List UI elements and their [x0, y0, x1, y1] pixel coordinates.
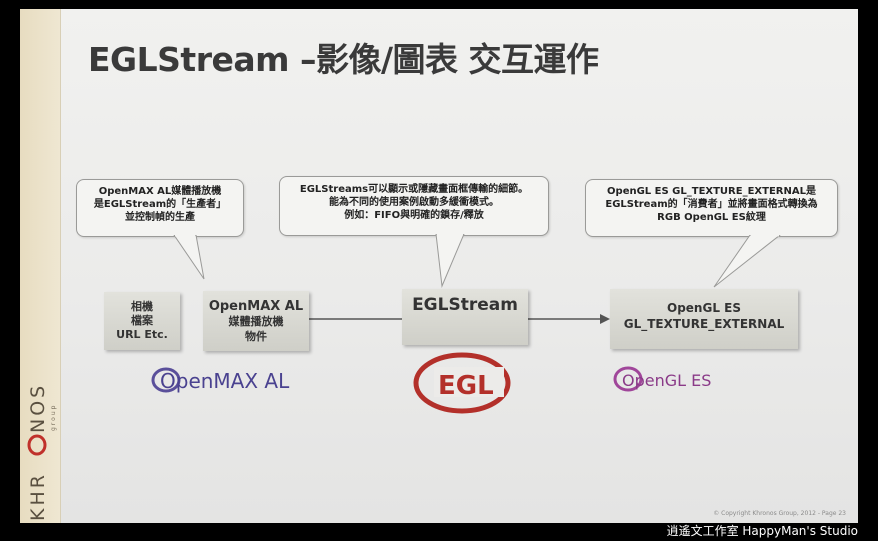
openmax-callout-line: OpenMAX AL媒體播放機 [98, 186, 222, 197]
openmax-callout: OpenMAX AL媒體播放機 是EGLStream的「生產者」 並控制幀的生產 [76, 179, 244, 237]
openmax-al-logo: OpenMAX AL [151, 367, 290, 393]
openmax-box-line: 媒體播放機 [228, 315, 284, 328]
eglstream-callout-tail [435, 234, 465, 288]
khronos-logo: KHR NOS group [27, 383, 57, 521]
source-box-line: 相機 [131, 300, 153, 313]
eglstream-callout-line: EGLStreams可以顯示或隱藏畫面框傳輸的細節。 [299, 184, 529, 195]
opengl-callout-line: OpenGL ES GL_TEXTURE_EXTERNAL是 [607, 186, 816, 197]
openmax-al-logo-text: OpenMAX AL [160, 369, 290, 393]
flow-connectors [309, 314, 610, 324]
openmax-box: OpenMAX AL 媒體播放機 物件 [203, 291, 309, 351]
eglstream-box: EGLStream [402, 289, 528, 345]
svg-text:NOS: NOS [27, 383, 49, 433]
slide-title: EGLStream –影像/圖表 交互運作 [88, 40, 599, 79]
opengl-box-line: OpenGL ES [667, 301, 741, 315]
opengl-callout: OpenGL ES GL_TEXTURE_EXTERNAL是 EGLStream… [585, 179, 838, 237]
openmax-box-line: 物件 [245, 330, 267, 343]
opengl-es-logo-text: OpenGL ES [622, 371, 711, 390]
presentation-slide: KHR NOS group EGLStream –影像/圖表 交互運作 Open… [20, 9, 858, 523]
opengl-es-logo: OpenGL ES [613, 366, 711, 392]
opengl-callout-line: RGB OpenGL ES紋理 [657, 212, 766, 223]
source-box: 相機 檔案 URL Etc. [104, 292, 180, 350]
eglstream-callout-line: 能為不同的使用案例啟動多緩衝模式。 [329, 197, 499, 208]
egl-logo: EGL [413, 352, 511, 414]
opengl-callout-tail [713, 235, 781, 288]
slide-sidebar: KHR NOS group [20, 9, 61, 523]
eglstream-callout-line: 例如：FIFO與明確的鎖存/釋放 [344, 210, 484, 221]
eglstream-box-label: EGLStream [412, 295, 518, 315]
opengl-box: OpenGL ES GL_TEXTURE_EXTERNAL [610, 289, 798, 349]
source-box-line: URL Etc. [116, 328, 168, 341]
opengl-callout-line: EGLStream的「消費者」並將畫面格式轉換為 [605, 199, 818, 210]
source-box-line: 檔案 [131, 314, 153, 327]
svg-text:group: group [50, 404, 57, 431]
egl-logo-text: EGL [438, 371, 494, 401]
openmax-callout-line: 是EGLStream的「生產者」 [93, 199, 227, 210]
svg-text:KHR: KHR [27, 472, 49, 521]
copyright-text: © Copyright Khronos Group, 2012 - Page 2… [713, 510, 846, 517]
opengl-box-line: GL_TEXTURE_EXTERNAL [623, 317, 785, 331]
openmax-callout-line: 並控制幀的生產 [125, 212, 195, 223]
eglstream-callout: EGLStreams可以顯示或隱藏畫面框傳輸的細節。 能為不同的使用案例啟動多緩… [279, 176, 549, 236]
openmax-callout-tail [173, 235, 205, 280]
arrowhead-icon [600, 314, 610, 324]
studio-watermark: 逍遙文工作室 HappyMan's Studio [666, 524, 858, 538]
openmax-box-line: OpenMAX AL [208, 299, 304, 314]
